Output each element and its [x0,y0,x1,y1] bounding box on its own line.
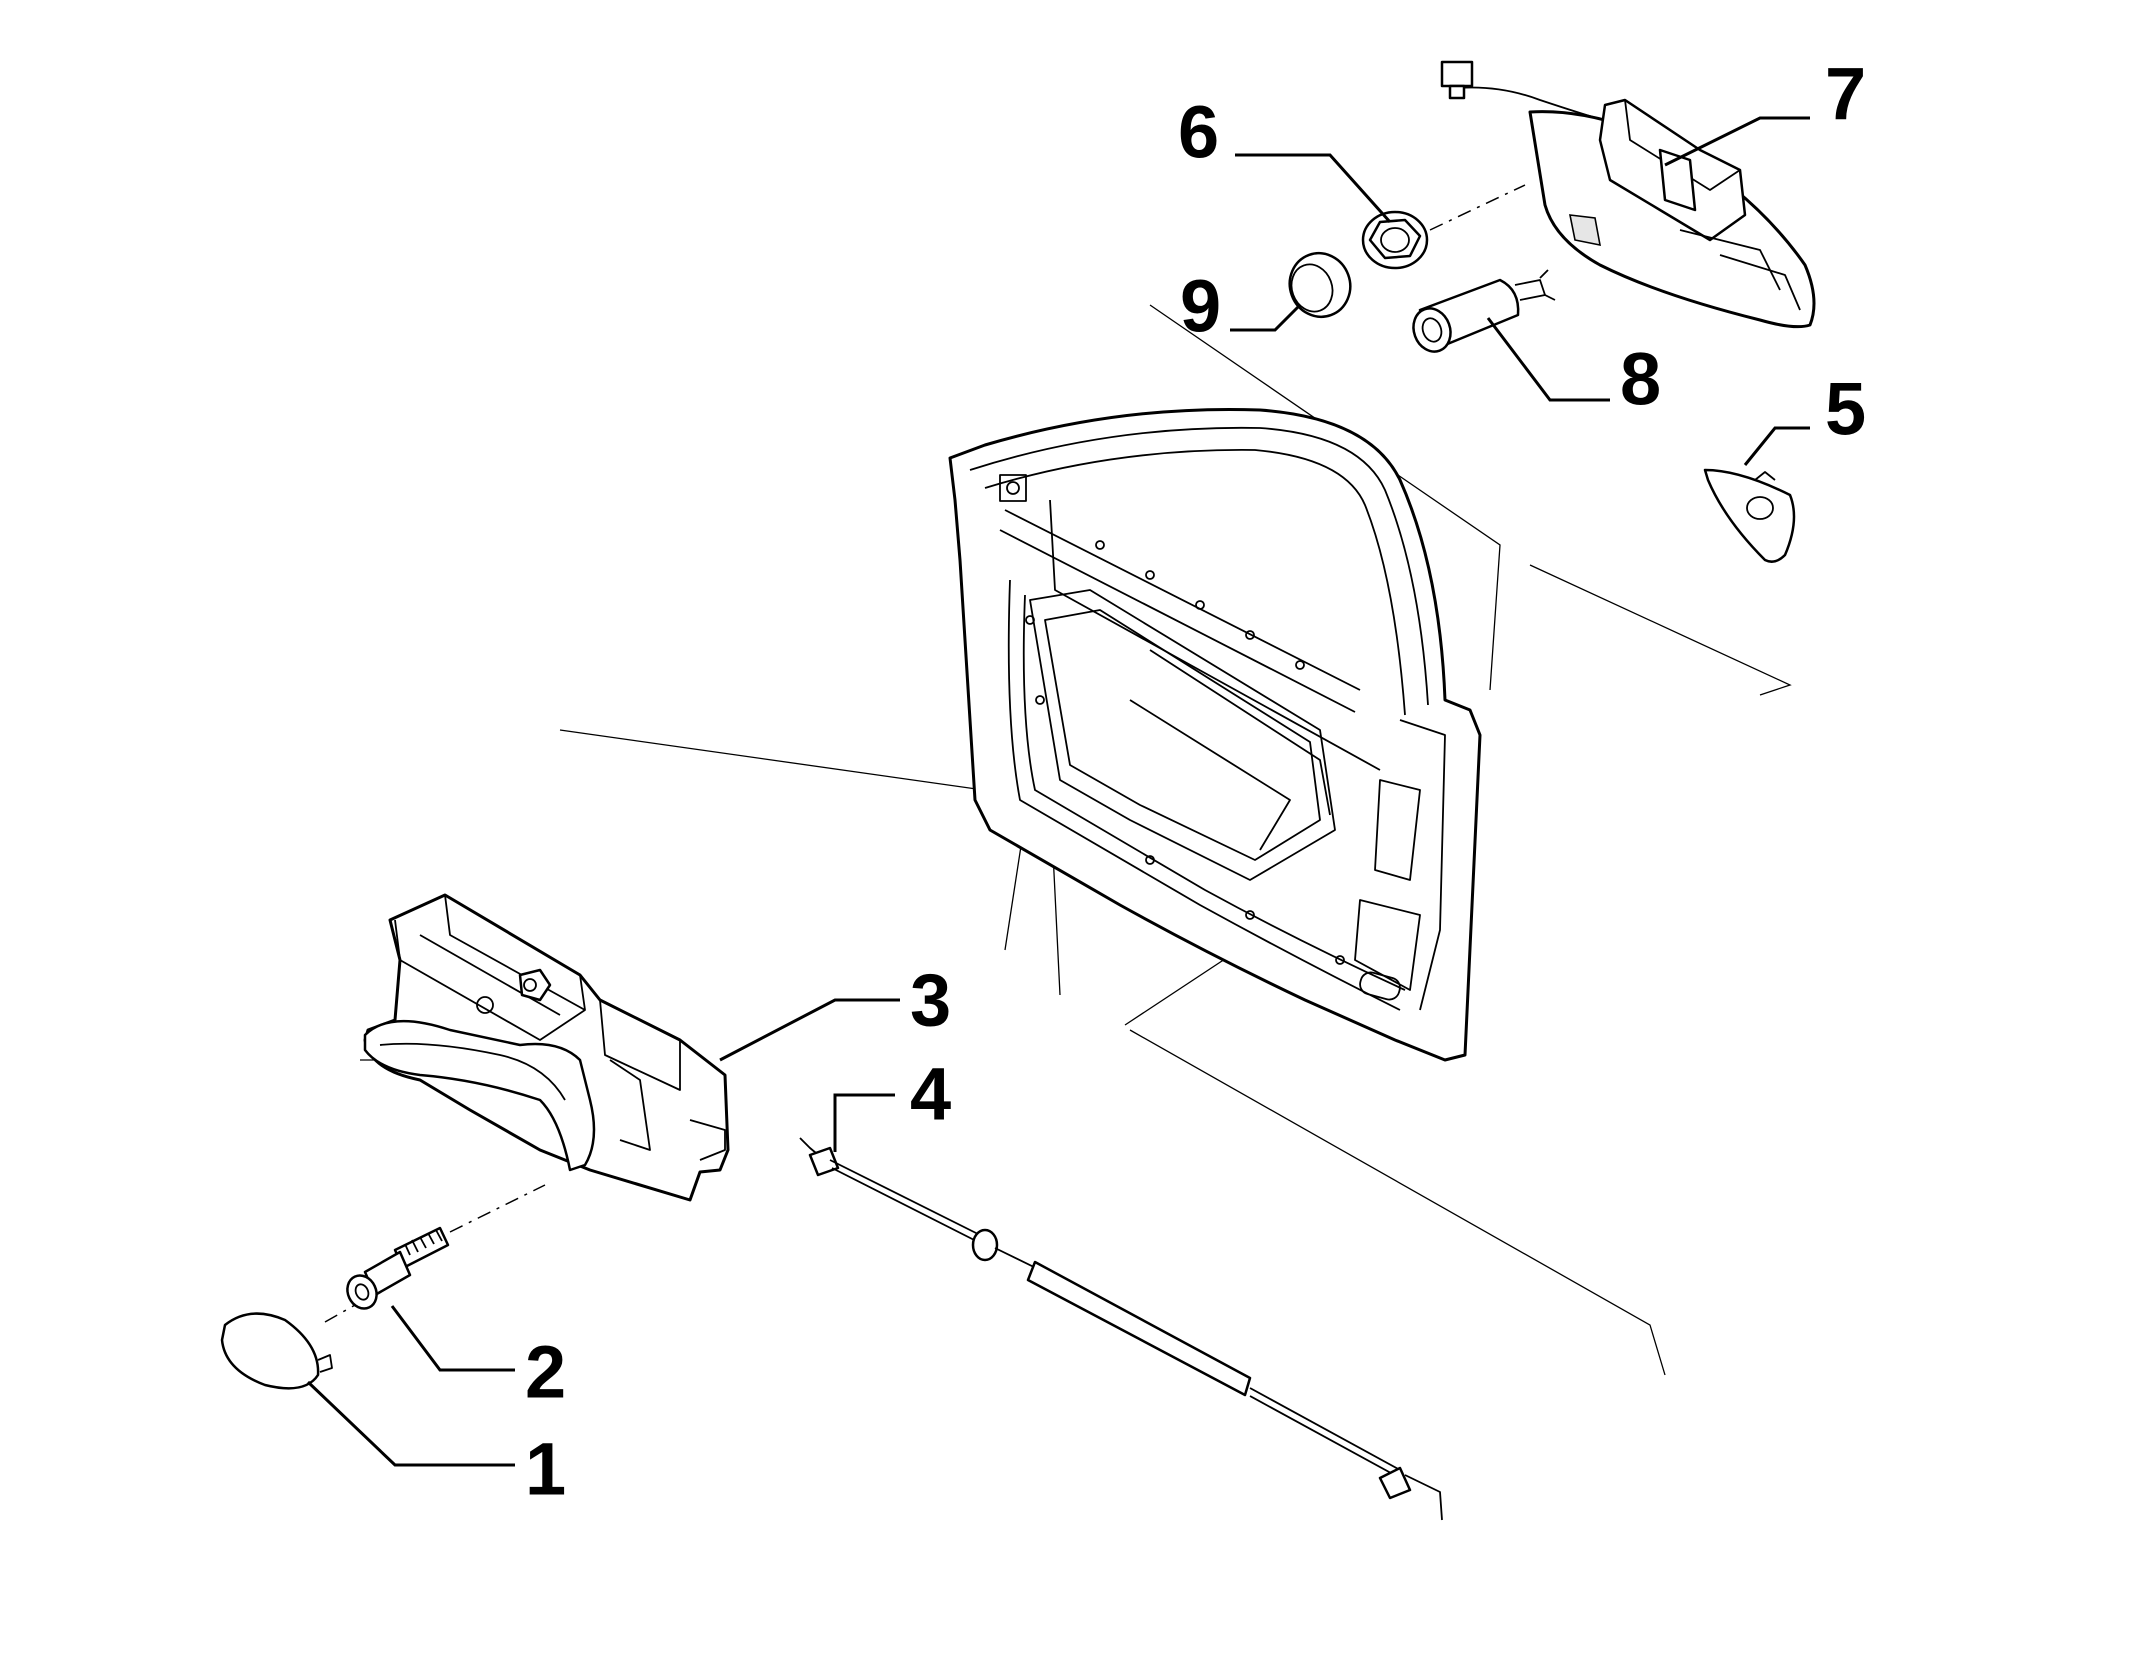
callout-4: 4 [910,1053,951,1136]
callout-9: 9 [1180,265,1221,348]
callout-8: 8 [1620,338,1661,421]
callout-5: 5 [1825,368,1866,451]
part-9-ring [1288,251,1352,319]
centerline-2-3 [449,1184,546,1233]
callout-6: 6 [1178,91,1219,174]
callout-3: 3 [910,959,951,1042]
callout-numbers: 1 2 3 4 5 6 7 8 9 [525,53,1866,1511]
part-7-outer-handle [1440,60,1816,329]
centerline-1-2 [324,1304,356,1323]
part-2-screw [346,1226,450,1310]
part-8-lock-cylinder [1412,269,1556,353]
part-6-nut [1361,184,1526,270]
door-frame [948,407,1482,1062]
part-4-cable [799,1137,1443,1521]
part-3-inner-handle [363,893,730,1202]
part-1-cap [220,1312,333,1390]
callout-7: 7 [1825,53,1866,136]
leader-lines [306,116,1810,1467]
callout-2: 2 [525,1331,566,1414]
callout-1: 1 [525,1428,566,1511]
part-5-cover-plate [1703,468,1796,563]
